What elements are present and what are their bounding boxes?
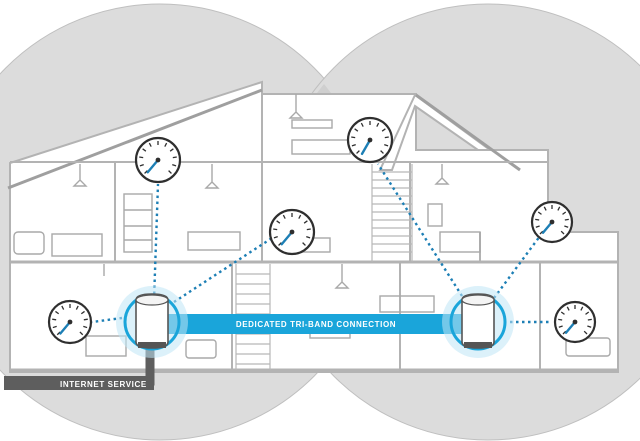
shelf-attic: [291, 119, 333, 129]
gauge-left-speed-gauge-icon: [47, 299, 93, 345]
tri-band-link: DEDICATED TRI-BAND CONNECTION: [168, 314, 464, 334]
gauge-top-left-speed-gauge-icon: [134, 136, 182, 184]
gauge-mid-left-speed-gauge-icon: [268, 208, 316, 256]
stairs-upper: [371, 164, 413, 262]
router-primary: [116, 286, 188, 358]
lamps: [72, 94, 450, 289]
wifi-router-icon: [461, 293, 495, 349]
wifi-router-icon: [135, 293, 169, 349]
gauge-top-right-speed-gauge-icon: [346, 116, 394, 164]
kitchen-cabinets: [379, 295, 435, 313]
internet-service-label: INTERNET SERVICE: [60, 380, 147, 389]
sofa-left: [185, 339, 217, 359]
tri-band-label: DEDICATED TRI-BAND CONNECTION: [236, 320, 396, 329]
speed-gauges: [47, 116, 597, 345]
dresser: [51, 233, 103, 257]
roof-right: [415, 93, 521, 172]
house-right-gable: [378, 93, 494, 171]
link-router1-gauge-midleft: [173, 236, 273, 304]
link-router1-gauge-left: [91, 316, 123, 324]
gauge-low-right-speed-gauge-icon: [553, 300, 597, 344]
bathtub: [13, 231, 45, 255]
link-router2-gauge-right: [493, 235, 541, 299]
link-router2-gauge-top: [376, 163, 464, 297]
gauge-right-speed-gauge-icon: [530, 200, 574, 244]
internet-service-bar: [4, 376, 154, 390]
router-satellite: [442, 286, 514, 358]
bookshelf: [123, 193, 153, 253]
roof-left: [7, 88, 263, 190]
desk-right-upper: [439, 231, 481, 253]
tri-band-bar: [168, 314, 464, 334]
link-router1-gauge-topleft: [152, 183, 160, 301]
bed-upper-left: [187, 231, 241, 251]
window-upper: [427, 203, 443, 227]
